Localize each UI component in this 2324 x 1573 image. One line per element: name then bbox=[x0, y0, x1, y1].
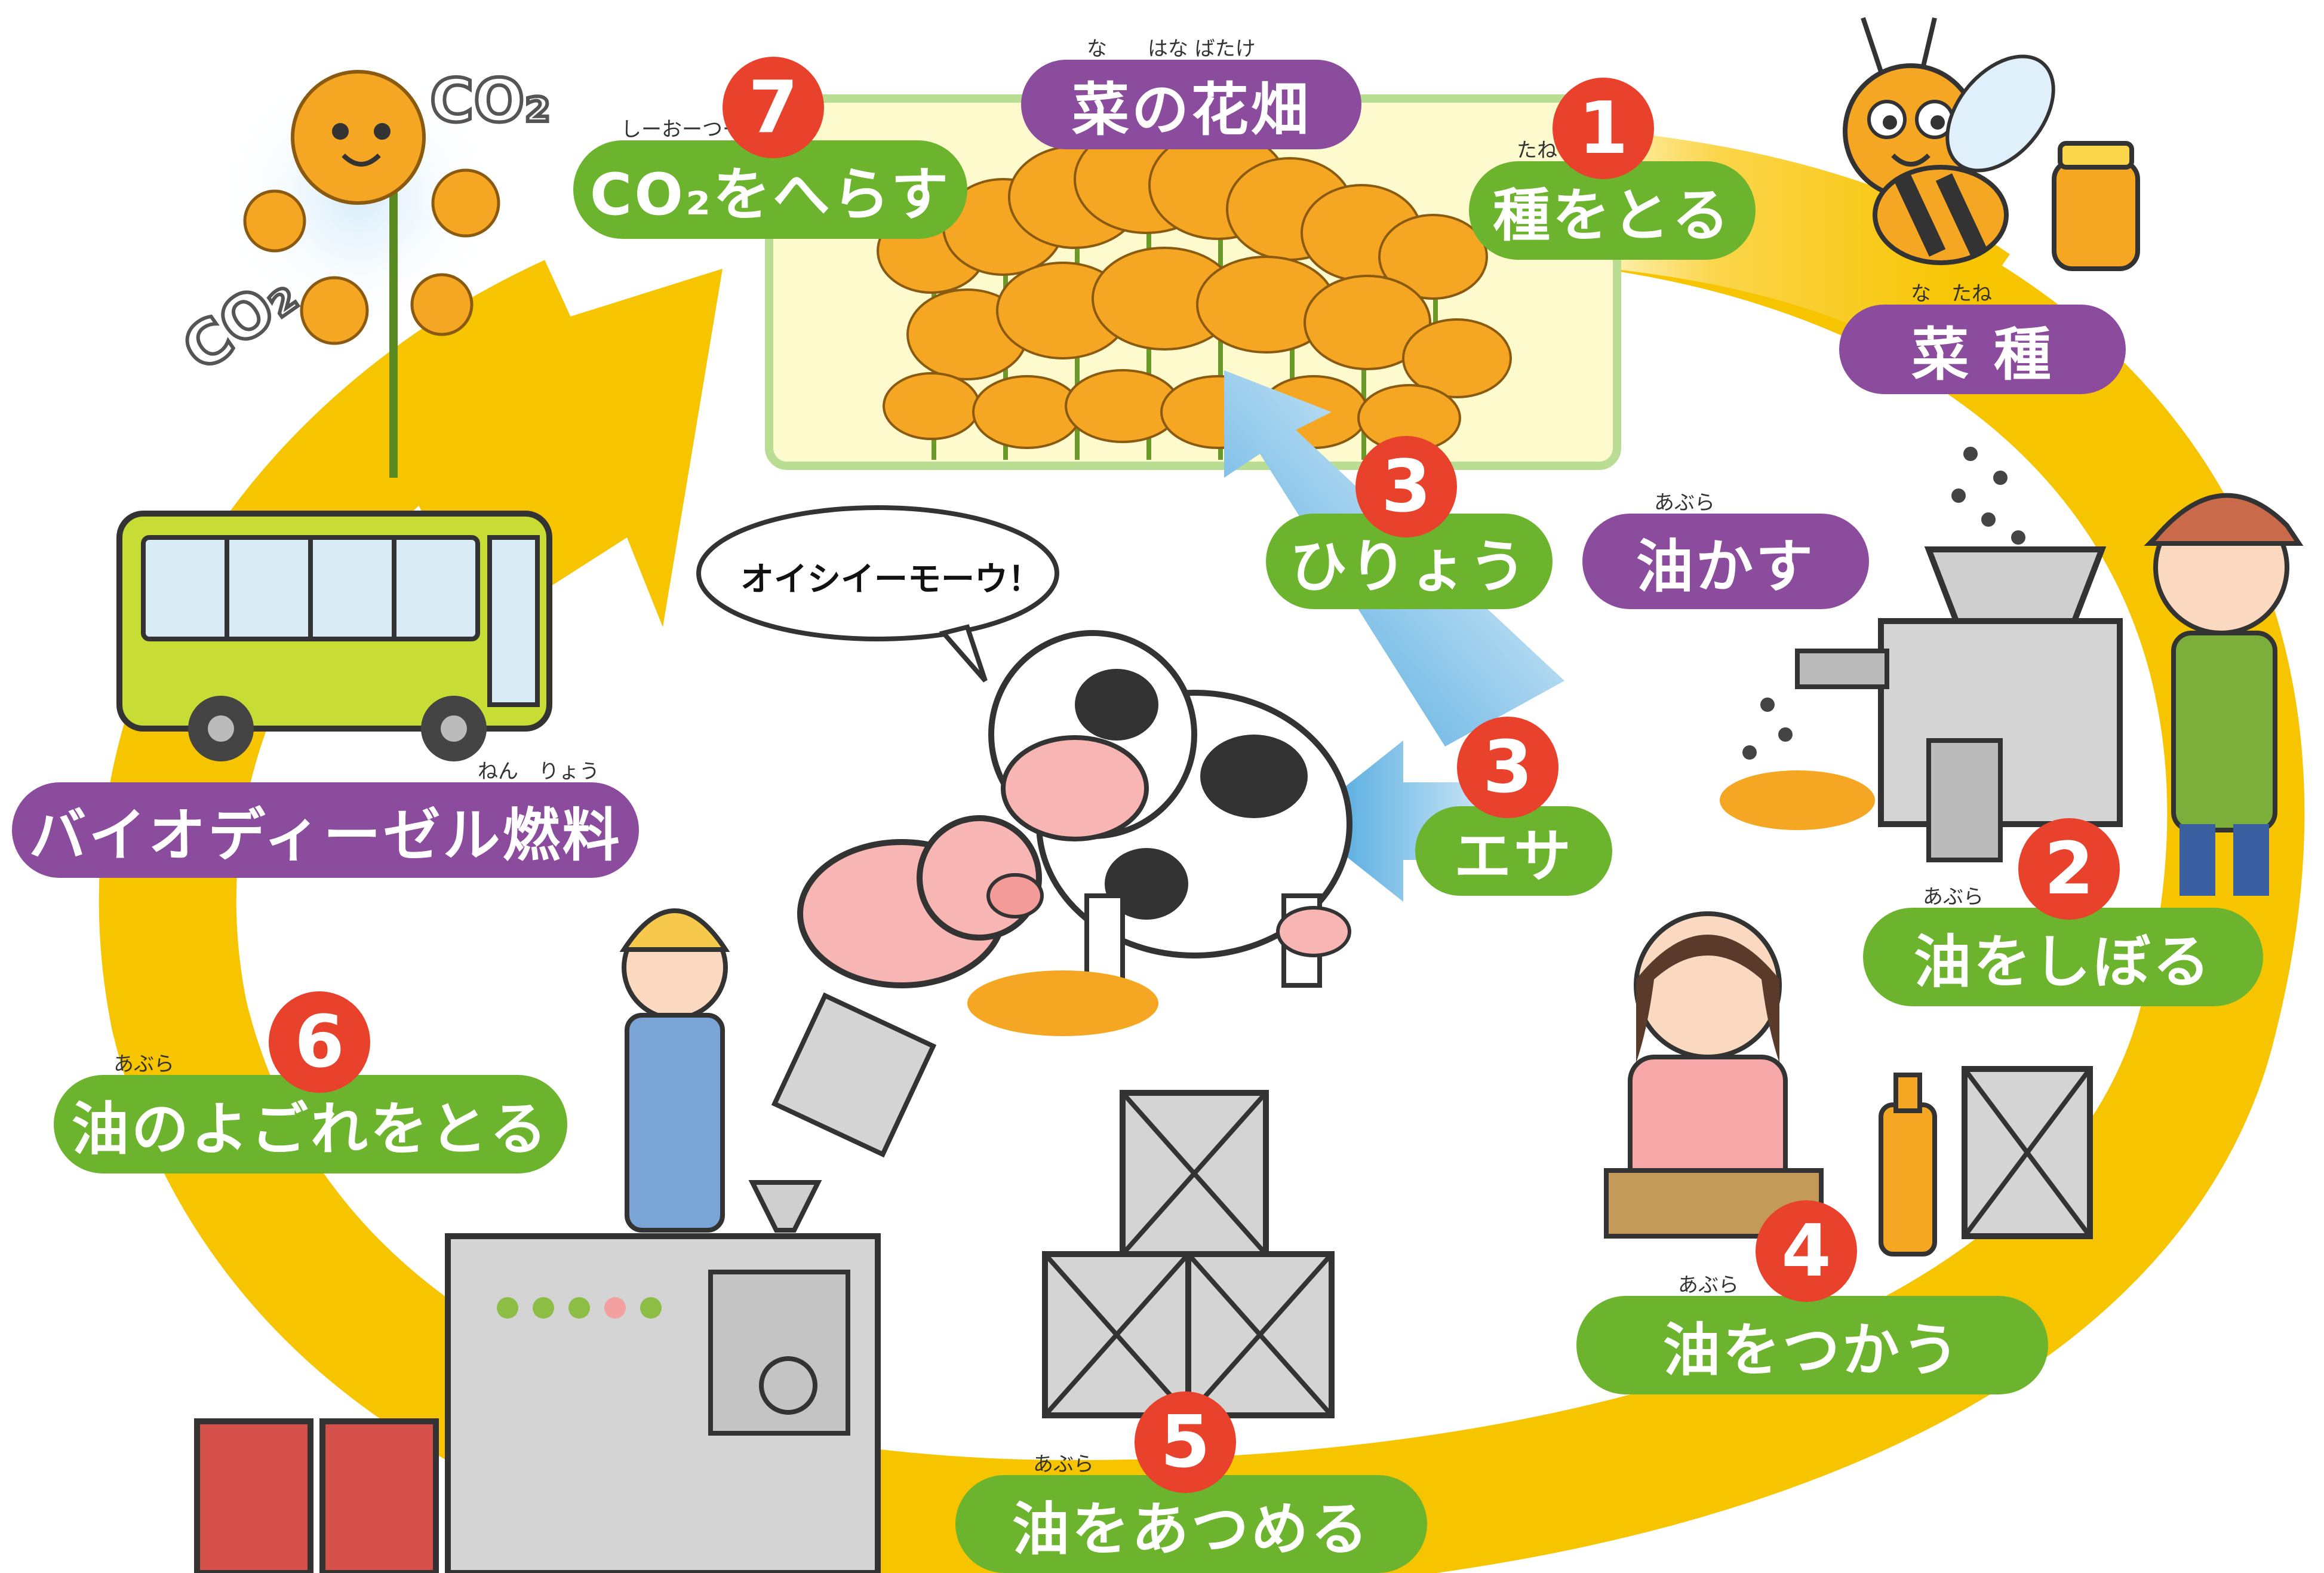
worker-icon bbox=[619, 908, 730, 1233]
step-6-number: 6 bbox=[269, 991, 370, 1093]
field-label: な はな ばたけ 菜の花畑 bbox=[1021, 37, 1361, 149]
cook-icon bbox=[1604, 911, 1824, 1239]
oil-can-icon bbox=[1962, 1066, 2093, 1239]
oil-press-icon bbox=[1720, 546, 2123, 862]
bus-icon bbox=[116, 511, 552, 761]
speech-bubble bbox=[696, 505, 1059, 683]
step-5-label: あぶら 油をあつめる bbox=[955, 1452, 1427, 1573]
step-3-feed-number: 3 bbox=[1457, 717, 1558, 818]
seeds-icon bbox=[1742, 447, 2025, 760]
step-3-fertilizer-number: 3 bbox=[1355, 436, 1457, 537]
bee-icon bbox=[1843, 17, 2055, 265]
biodiesel-fuel-label: ねん りょう バイオディーゼル燃料 bbox=[12, 760, 639, 878]
drums-icon bbox=[194, 1418, 439, 1573]
rapeseed-field-icon bbox=[877, 124, 1512, 460]
step-2-number: 2 bbox=[2018, 818, 2120, 920]
co2-label-a: CO₂ bbox=[428, 64, 552, 137]
oil-bottle-icon bbox=[1879, 1073, 1937, 1256]
step-5-number: 5 bbox=[1135, 1391, 1236, 1493]
cow-icon bbox=[988, 630, 1352, 988]
step-7-number: 7 bbox=[723, 57, 824, 158]
speech-bubble-text: オイシイーモーウ！ bbox=[740, 560, 1041, 599]
step-1-number: 1 bbox=[1553, 78, 1654, 179]
pig-icon bbox=[797, 815, 1044, 988]
seed-label: な たね 菜 種 bbox=[1839, 282, 2126, 394]
feed-pile-icon bbox=[967, 970, 1158, 1036]
rapeseed-plant-icon bbox=[215, 60, 502, 478]
step-4-label: あぶら 油をつかう bbox=[1576, 1273, 2048, 1394]
refinery-machine-icon bbox=[445, 992, 937, 1573]
oil-cake-label: あぶら 油かす bbox=[1582, 491, 1869, 609]
farmer-icon bbox=[2144, 493, 2304, 896]
step-2-label: あぶら 油をしぼる bbox=[1863, 885, 2263, 1006]
honey-jar-icon bbox=[2052, 141, 2140, 271]
step-4-number: 4 bbox=[1756, 1200, 1857, 1302]
step-3-feed-label: エサ bbox=[1415, 806, 1612, 896]
stacked-oil-cans-icon bbox=[1042, 1090, 1335, 1418]
